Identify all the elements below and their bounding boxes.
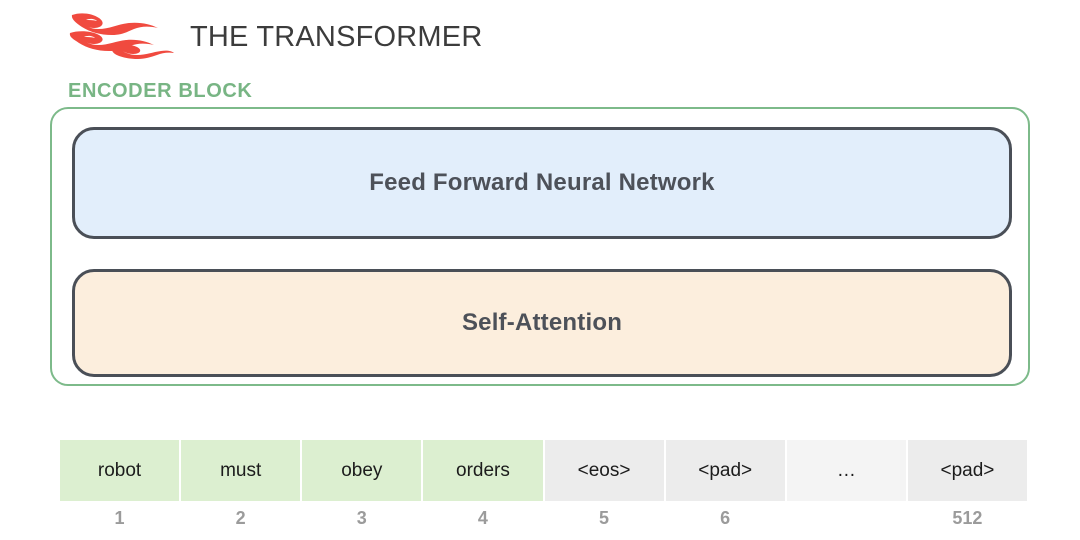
encoder-block-label: ENCODER BLOCK (68, 80, 253, 102)
token-cell[interactable]: robot (60, 440, 180, 501)
token-cell[interactable]: <eos> (544, 440, 664, 501)
token-column: <pad> 512 (907, 440, 1027, 535)
encoder-block-container: Feed Forward Neural Network Self-Attenti… (50, 107, 1030, 386)
token-column: robot 1 (60, 440, 180, 535)
token-index-label: 6 (720, 507, 731, 528)
feed-forward-neural-network-box: Feed Forward Neural Network (72, 127, 1012, 239)
self-attention-box: Self-Attention (72, 269, 1012, 377)
token-column: <eos> 5 (544, 440, 664, 535)
token-index-label: 512 (952, 507, 983, 528)
page-header: THE TRANSFORMER (66, 6, 482, 68)
token-cell[interactable]: <pad> (665, 440, 785, 501)
token-cell[interactable]: <pad> (907, 440, 1027, 501)
token-column: obey 3 (302, 440, 422, 535)
token-cell[interactable]: orders (423, 440, 543, 501)
token-column: … (786, 440, 906, 535)
self-attention-label: Self-Attention (461, 309, 623, 336)
token-index-label (787, 501, 906, 535)
token-index-label: 2 (235, 507, 246, 528)
token-cell[interactable]: must (181, 440, 301, 501)
token-cell[interactable]: obey (302, 440, 422, 501)
token-cell[interactable]: … (786, 440, 906, 501)
token-index-label: 4 (477, 507, 488, 528)
token-index-label: 3 (356, 507, 367, 528)
token-column: <pad> 6 (665, 440, 785, 535)
token-index-label: 5 (599, 507, 610, 528)
token-index-label: 1 (114, 507, 125, 528)
flame-logo-icon (69, 13, 174, 59)
page-title: THE TRANSFORMER (190, 20, 483, 53)
feed-forward-neural-network-label: Feed Forward Neural Network (369, 169, 715, 196)
token-column: orders 4 (423, 440, 543, 535)
token-column: must 2 (181, 440, 301, 535)
token-strip: robot 1 must 2 obey 3 orders 4 <eos> 5 <pad> 6 …<pad… (60, 440, 1027, 535)
